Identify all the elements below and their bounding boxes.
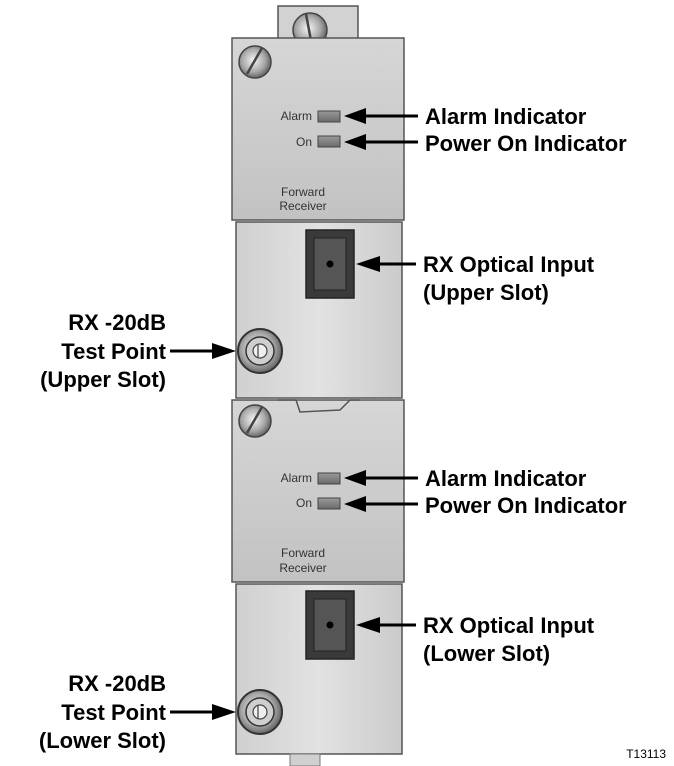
upper-on-label: On	[296, 135, 312, 149]
callout-arrows	[170, 108, 418, 720]
upper-test-point-callout-line1: RX -20dB	[68, 310, 166, 335]
upper-rx-input-callout-line2: (Upper Slot)	[423, 280, 549, 305]
lower-alarm-indicator-callout: Alarm Indicator	[425, 466, 587, 491]
lower-power-led	[317, 497, 341, 510]
lower-alarm-label: Alarm	[281, 471, 312, 485]
lower-module: Alarm On Forward Receiver	[231, 399, 405, 766]
lower-rx-input-callout-line1: RX Optical Input	[423, 613, 595, 638]
upper-test-point-callout-line3: (Upper Slot)	[40, 367, 166, 392]
upper-test-point-port[interactable]	[237, 328, 283, 374]
lower-power-indicator-callout: Power On Indicator	[425, 493, 627, 518]
upper-module-label-line1: Forward	[281, 185, 325, 199]
lower-test-point-callout-line1: RX -20dB	[68, 671, 166, 696]
upper-power-led	[317, 135, 341, 148]
upper-module: Alarm On Forward Receiver	[231, 37, 405, 399]
lower-rx-input-callout-line2: (Lower Slot)	[423, 641, 550, 666]
upper-power-indicator-callout: Power On Indicator	[425, 131, 627, 156]
lower-test-point-port[interactable]	[237, 689, 283, 735]
upper-rx-input-callout-line1: RX Optical Input	[423, 252, 595, 277]
lower-alarm-led	[317, 472, 341, 485]
upper-test-point-callout-line2: Test Point	[61, 339, 166, 364]
lower-module-label-line2: Receiver	[279, 561, 326, 575]
lower-test-point-callout-line3: (Lower Slot)	[39, 728, 166, 753]
figure-id: T13113	[626, 747, 666, 761]
lower-module-label-line1: Forward	[281, 546, 325, 560]
upper-alarm-label: Alarm	[281, 109, 312, 123]
upper-alarm-led	[317, 110, 341, 123]
upper-module-label-line2: Receiver	[279, 199, 326, 213]
upper-alarm-indicator-callout: Alarm Indicator	[425, 104, 587, 129]
lower-on-label: On	[296, 496, 312, 510]
lower-test-point-callout-line2: Test Point	[61, 700, 166, 725]
